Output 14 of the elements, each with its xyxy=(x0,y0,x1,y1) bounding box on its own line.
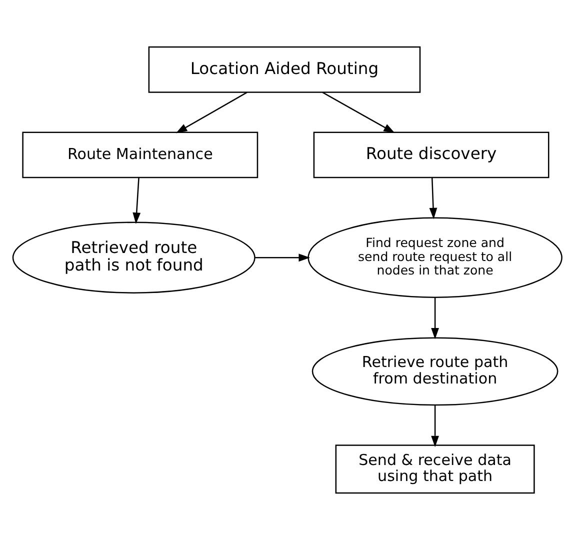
node-ellipse: Retrieved route path is not found xyxy=(12,221,256,293)
node-ellipse: Find request zone and send route request to all nodes in that zone xyxy=(308,216,562,298)
arrow xyxy=(132,177,141,224)
node-box: Location Aided Routing xyxy=(148,46,421,92)
node-box: Route Maintenance xyxy=(22,131,258,178)
arrow xyxy=(431,297,440,339)
arrow xyxy=(255,253,310,262)
node-box: Route discovery xyxy=(313,131,550,178)
arrow xyxy=(431,404,440,447)
arrow xyxy=(429,177,438,219)
node-ellipse: Retrieve route path from destination xyxy=(312,336,558,406)
arrow xyxy=(322,91,395,133)
arrow xyxy=(176,91,248,133)
node-box: Send & receive data using that path xyxy=(335,444,535,494)
